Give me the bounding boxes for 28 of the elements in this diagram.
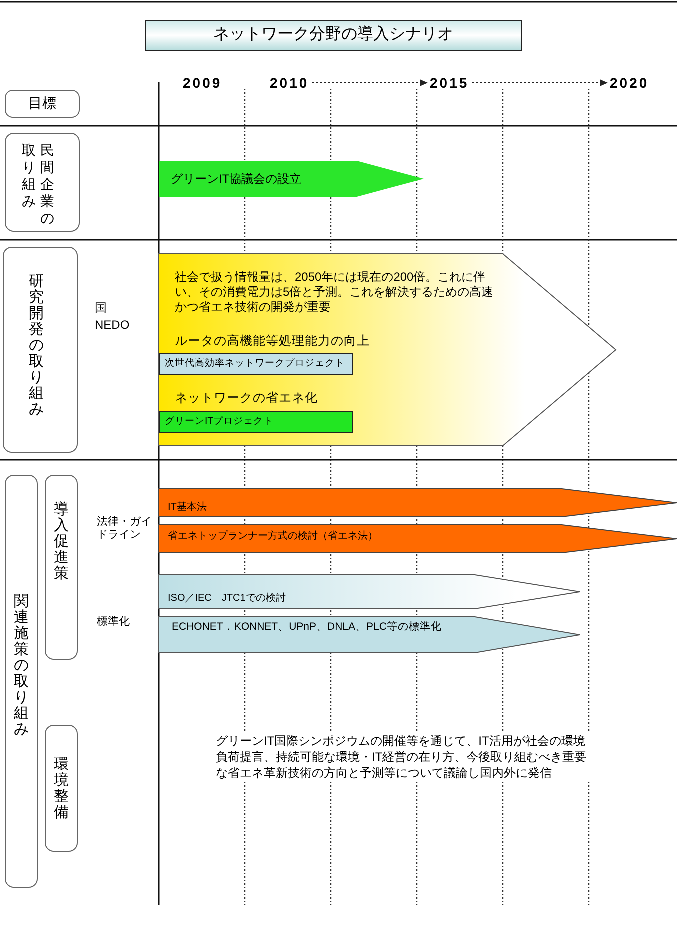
arrow-band: IT基本法 bbox=[159, 489, 677, 517]
year-label: 2010 bbox=[270, 74, 310, 92]
arrow-band: ISO／IEC JTC1での検討 bbox=[159, 575, 580, 609]
year-label: 2020 bbox=[610, 74, 650, 92]
category-box: 目標 bbox=[5, 90, 80, 118]
side-label: 標準化 bbox=[97, 616, 130, 629]
category-box: 研究開発の取り組み bbox=[3, 247, 78, 453]
side-label: 法律・ガイドライン bbox=[97, 516, 153, 541]
year-label: 2015 bbox=[430, 74, 470, 92]
note-text: 社会で扱う情報量は、2050年には現在の200倍。これに伴い、その消費電力は5倍と予測。これを解決するための高速かつ省エネ技術の開発が重要 bbox=[175, 270, 495, 315]
category-box: 導入促進策 bbox=[45, 475, 78, 660]
year-label: 2009 bbox=[183, 74, 222, 92]
project-box: 次世代高効率ネットワークプロジェクト bbox=[159, 353, 353, 375]
category-box: 環境整備 bbox=[45, 725, 78, 852]
arrow-band bbox=[159, 254, 616, 446]
arrow bbox=[312, 80, 428, 86]
paragraph-text: グリーンIT国際シンポジウムの開催等を通じて、IT活用が社会の環境負荷提言、持続可能な環境・IT経営の在り方、今後取り組むべき重要な省エネ革新技術の方向と予測等について議論し国内外に発信 bbox=[216, 733, 590, 781]
arrow-band: 省エネトップランナー方式の検討（省エネ法） bbox=[159, 525, 677, 553]
side-label: 国 NEDO bbox=[95, 300, 131, 334]
arrow-band: ECHONET．KONNET、UPnP、DNLA、PLC等の標準化 bbox=[159, 617, 580, 653]
category-box: 民間企業の取り組み bbox=[5, 133, 80, 232]
heading-text: ルータの高機能等処理能力の向上 bbox=[175, 334, 371, 349]
project-box: グリーンITプロジェクト bbox=[159, 411, 353, 433]
heading-text: ネットワークの省エネ化 bbox=[175, 391, 319, 406]
title-box: ネットワーク分野の導入シナリオ bbox=[145, 20, 522, 51]
arrow bbox=[472, 80, 608, 86]
arrow-band: グリーンIT協議会の設立 bbox=[159, 161, 424, 197]
category-box: 関連施策の取り組み bbox=[5, 475, 38, 888]
